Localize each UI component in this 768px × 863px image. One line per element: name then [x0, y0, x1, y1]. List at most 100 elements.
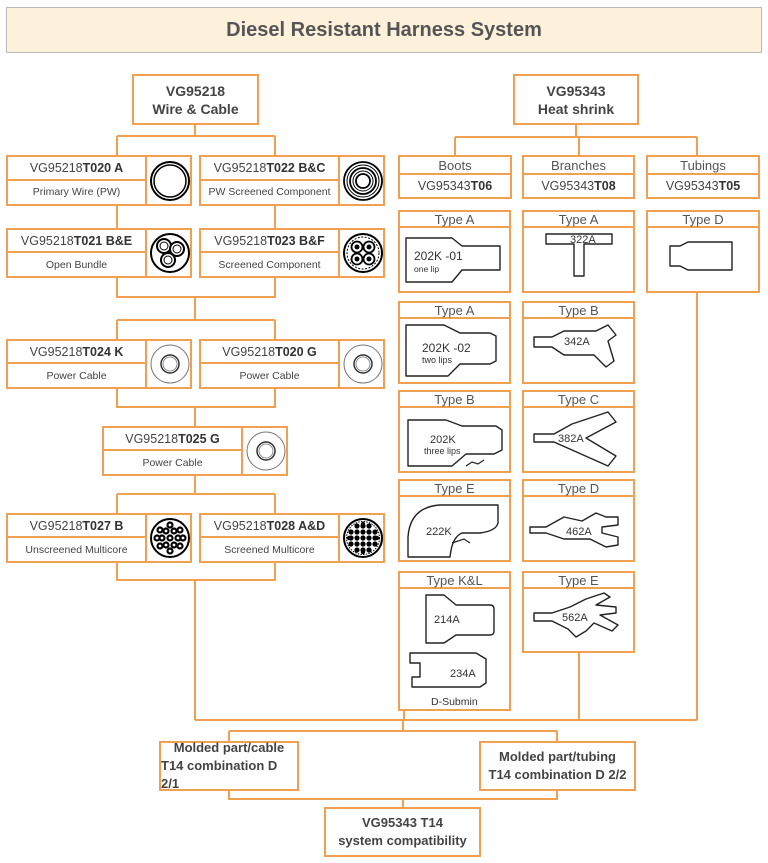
three-core-bundle-icon: [148, 230, 192, 276]
type-label: Type K&L: [400, 573, 509, 589]
power-cable-icon: [148, 341, 192, 387]
cable-description: Open Bundle: [8, 253, 147, 276]
single-core-cable-icon: [148, 157, 192, 204]
part-note: two lips: [422, 355, 453, 365]
y-branch-icon: [533, 324, 617, 368]
system-compatibility-box: VG95343 T14 system compatibility: [324, 807, 481, 857]
part-number: 234A: [450, 668, 476, 680]
molded-part-cable-box: Molded part/cable T14 combination D 2/1: [159, 740, 299, 791]
cable-standard: VG95218 T028 A&D: [201, 515, 340, 538]
y-branch-icon: [533, 411, 617, 467]
part-note: one lip: [414, 264, 439, 274]
branch-card: Type E 562A: [522, 571, 635, 653]
cable-standard: VG95218 T022 B&C: [201, 157, 340, 181]
part-number: 382A: [558, 433, 584, 445]
column-standard: VG95343 T05: [665, 179, 741, 193]
column-label: Tubings: [648, 157, 758, 175]
power-cable-icon: [244, 428, 288, 474]
type-label: Type B: [524, 303, 633, 319]
cable-standard: VG95218 T027 B: [8, 515, 147, 538]
wire-cable-standard-box: VG95218 Wire & Cable: [132, 74, 259, 125]
page-title: Diesel Resistant Harness System: [6, 7, 762, 53]
molded-part-tubing-box: Molded part/tubing T14 combination D 2/2: [479, 741, 636, 791]
type-label: Type E: [524, 573, 633, 589]
multi-branch-icon: [529, 512, 619, 548]
cable-standard: VG95218 T020 A: [8, 157, 147, 181]
part-number: 214A: [434, 614, 460, 626]
cable-standard: VG95218 T023 B&F: [201, 230, 340, 253]
part-number: 202K -01: [414, 249, 463, 263]
four-core-screened-icon: [341, 230, 385, 276]
cable-standard: VG95218 T020 G: [201, 341, 340, 364]
part-number: 322A: [570, 234, 596, 246]
box-line: T14 combination D 2/1: [161, 758, 278, 791]
part-number: 562A: [562, 612, 588, 624]
part-number: 342A: [564, 336, 590, 348]
type-label: Type E: [400, 481, 509, 497]
angled-boot-icon: [407, 504, 499, 558]
box-line: T14 combination D 2/2: [488, 767, 627, 782]
cable-description: PW Screened Component: [201, 180, 340, 204]
tubings-column-header: Tubings VG95343 T05: [646, 155, 760, 199]
cable-description: Power Cable: [8, 364, 147, 387]
type-label: Type C: [524, 392, 633, 408]
boot-shape-icon: [405, 324, 497, 377]
tubing-shape-icon: [669, 241, 733, 271]
boot-shape-icon: [407, 419, 503, 467]
branches-column-header: Branches VG95343 T08: [522, 155, 635, 199]
standard-code: VG95343: [546, 82, 606, 99]
column-label: Branches: [524, 157, 633, 175]
multi-branch-icon: [533, 592, 619, 638]
column-standard: VG95343 T06: [417, 179, 493, 193]
t-branch-icon: [545, 233, 613, 277]
boot-card: Type E 222K: [398, 479, 511, 562]
type-label: Type A: [400, 303, 509, 319]
boot-card: Type K&L 214A 234A D-Submin: [398, 571, 511, 711]
part-number: 462A: [566, 526, 592, 538]
type-label: Type B: [400, 392, 509, 408]
d-sub-boot-icon: [425, 594, 495, 644]
cable-description: Power Cable: [201, 364, 340, 387]
cable-standard: VG95218 T025 G: [104, 428, 243, 451]
type-label: Type D: [648, 212, 758, 228]
part-number: 222K: [426, 526, 452, 538]
box-line: Molded part/tubing: [499, 749, 616, 764]
type-label: Type D: [524, 481, 633, 497]
multicore-cable-icon: [148, 515, 192, 561]
box-line: Molded part/cable: [173, 740, 285, 755]
part-number: 202K: [430, 434, 456, 446]
part-note: D-Submin: [431, 696, 478, 708]
screened-cable-icon: [341, 157, 385, 204]
column-label: Boots: [400, 157, 510, 175]
heat-shrink-standard-box: VG95343 Heat shrink: [513, 74, 639, 125]
boot-shape-icon: [405, 237, 501, 283]
branch-card: Type D 462A: [522, 479, 635, 562]
standard-name: Wire & Cable: [152, 100, 239, 117]
box-line: VG95343 T14: [362, 815, 443, 830]
tubing-card: Type D: [646, 210, 760, 293]
box-line: system compatibility: [338, 833, 467, 848]
power-cable-icon: [341, 341, 385, 387]
column-standard: VG95343 T08: [541, 179, 616, 193]
standard-code: VG95218: [165, 82, 226, 99]
d-sub-boot-icon: [409, 652, 487, 688]
branch-card: Type B 342A: [522, 301, 635, 384]
cable-description: Power Cable: [104, 451, 243, 474]
cable-description: Primary Wire (PW): [8, 180, 147, 204]
cable-description: Unscreened Multicore: [8, 538, 147, 561]
screened-multicore-icon: [341, 515, 385, 561]
branch-card: Type C 382A: [522, 390, 635, 473]
